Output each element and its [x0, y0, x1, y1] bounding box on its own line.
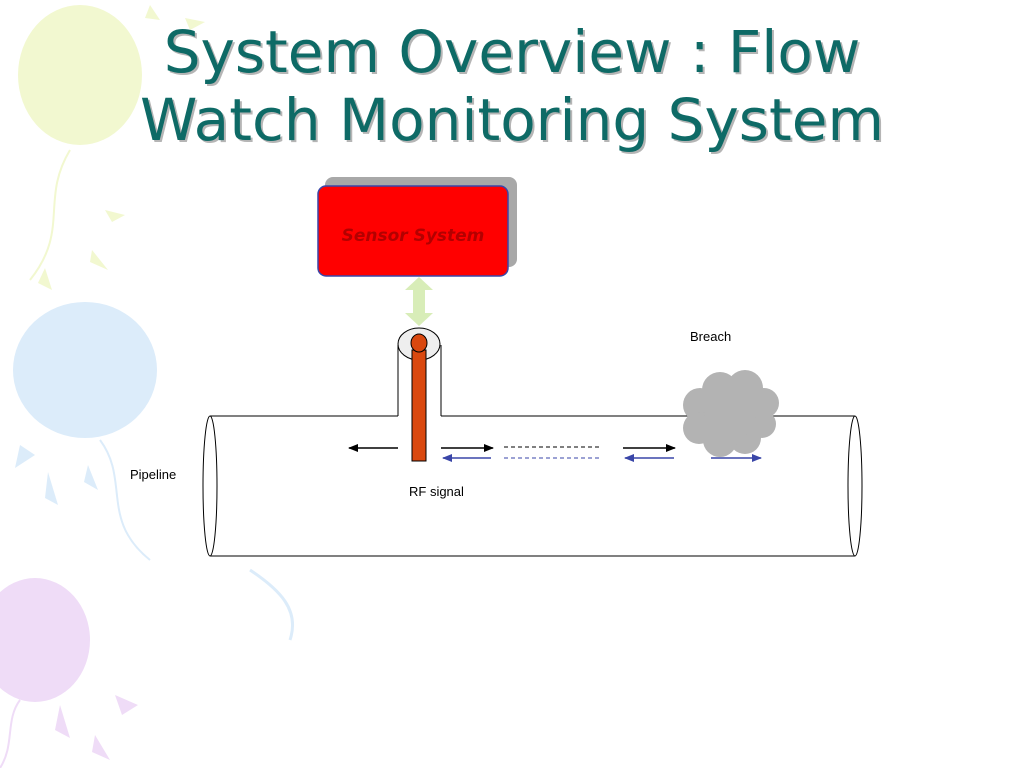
pipeline-body — [210, 415, 855, 557]
cloud-icon — [683, 370, 779, 457]
connector-double-arrow — [405, 277, 433, 326]
sensor-system-box: Sensor System — [317, 177, 517, 277]
riser-pipe — [397, 345, 442, 416]
balloon-icon — [0, 578, 90, 768]
sunburst-icon — [55, 695, 138, 760]
pipeline-left-end — [202, 415, 218, 557]
sensor-box — [317, 185, 509, 277]
sensor-box-label: Sensor System — [342, 226, 485, 246]
pipeline-label: Pipeline — [130, 467, 176, 482]
pipeline-right-end — [847, 415, 863, 557]
probe-rod — [411, 349, 427, 462]
breach-label: Breach — [690, 329, 731, 344]
balloon-icon — [13, 302, 295, 641]
rf-signal-label: RF signal — [409, 484, 464, 499]
balloon-icon — [18, 5, 142, 281]
sunburst-icon — [38, 5, 205, 290]
pipeline — [202, 327, 863, 557]
rf-probe — [410, 333, 428, 462]
rf-signal-arrows — [348, 444, 762, 462]
slide-title-line-2: Watch Monitoring System — [140, 86, 884, 154]
slide-title-line-1: System Overview : Flow — [163, 18, 861, 86]
probe-head — [410, 333, 428, 353]
sunburst-icon — [15, 445, 98, 505]
